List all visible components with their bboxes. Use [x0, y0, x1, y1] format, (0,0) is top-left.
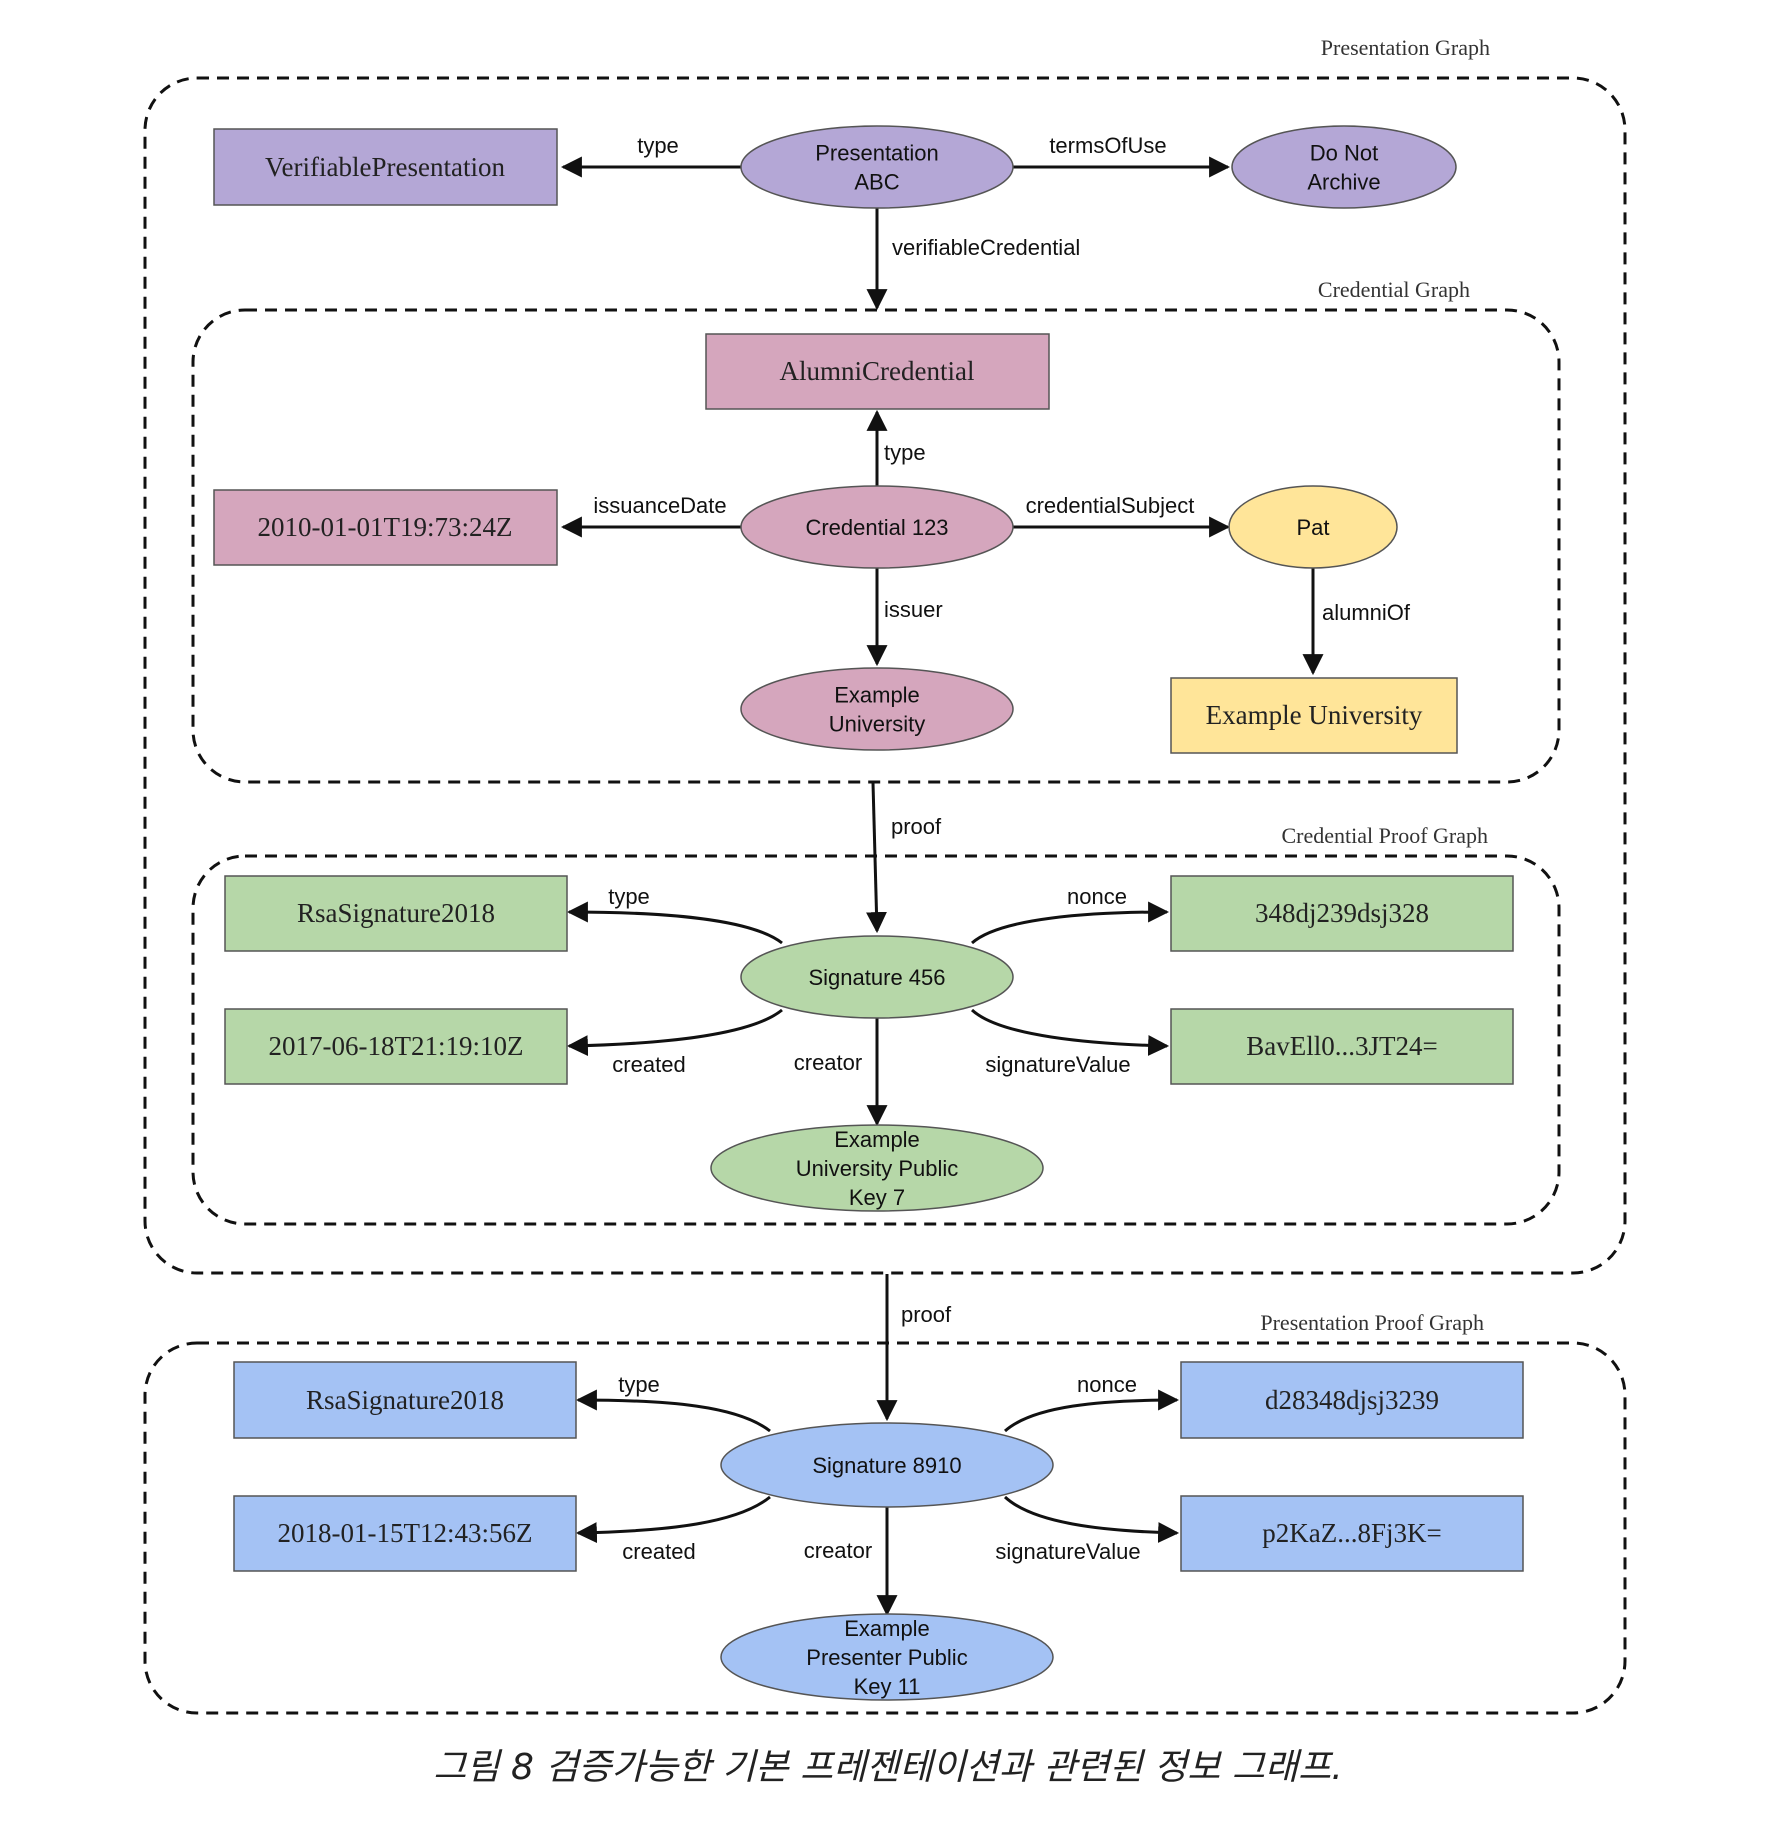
label-alumni-of: alumniOf — [1322, 600, 1411, 625]
node-label-line: Pat — [1296, 515, 1329, 540]
svg-text:d28348djsj3239: d28348djsj3239 — [1265, 1385, 1439, 1415]
label-issuance-date: issuanceDate — [593, 493, 726, 518]
presentation-proof-graph-frame — [143, 1341, 1627, 1715]
edge-nonce-signature-456 — [971, 901, 1170, 945]
node-label-line: University — [829, 712, 926, 737]
svg-text:Signature 8910: Signature 8910 — [812, 1453, 961, 1478]
label-created-signature-456: created — [612, 1052, 685, 1077]
edge-signature-value-signature-456 — [970, 1008, 1170, 1057]
svg-text:AlumniCredential: AlumniCredential — [780, 356, 975, 386]
figure-caption: 그림 8 검증가능한 기본 프레젠테이션과 관련된 정보 그래프. — [433, 1747, 1343, 1788]
edge-type-signature-8910 — [575, 1389, 771, 1433]
information-graph-diagram: Presentation Graph Credential Graph Cred… — [143, 35, 1627, 1715]
label-proof-credential: proof — [891, 814, 942, 839]
label-terms-of-use: termsOfUse — [1049, 133, 1166, 158]
label-nonce-signature-456: nonce — [1067, 884, 1127, 909]
svg-text:2017-06-18T21:19:10Z: 2017-06-18T21:19:10Z — [269, 1031, 524, 1061]
node-created-presentation: 2018-01-15T12:43:56Z — [233, 1495, 577, 1572]
node-rsa-signature-presentation: RsaSignature2018 — [233, 1361, 577, 1439]
label-type-presentation: type — [637, 133, 679, 158]
node-pat: Pat — [1228, 485, 1398, 569]
svg-text:RsaSignature2018: RsaSignature2018 — [306, 1385, 504, 1415]
node-label-line: Credential 123 — [805, 515, 948, 540]
svg-text:VerifiablePresentation: VerifiablePresentation — [265, 152, 505, 182]
node-label-line: ABC — [854, 170, 899, 195]
label-signature-value-signature-456: signatureValue — [985, 1052, 1130, 1077]
node-label-line: Example — [834, 1127, 920, 1152]
node-signature-456: Signature 456 — [740, 935, 1014, 1019]
label-proof-presentation: proof — [901, 1302, 952, 1327]
node-label-line: Signature 456 — [809, 965, 946, 990]
node-signature-value-credential: BavEll0...3JT24= — [1170, 1008, 1514, 1085]
label-issuer: issuer — [884, 597, 943, 622]
node-label-line: Presentation — [815, 141, 939, 166]
node-label-line: University Public — [796, 1156, 959, 1181]
presentation-graph-title: Presentation Graph — [1321, 35, 1490, 60]
label-creator-signature-456: creator — [794, 1050, 862, 1075]
node-label-line: Archive — [1307, 170, 1380, 195]
node-signature-8910: Signature 8910 — [720, 1422, 1054, 1508]
node-credential-123: Credential 123 — [740, 485, 1014, 569]
node-issuance-date-value: 2010-01-01T19:73:24Z — [213, 489, 558, 566]
node-verifiable-presentation: VerifiablePresentation — [213, 128, 558, 206]
svg-text:348dj239dsj328: 348dj239dsj328 — [1255, 898, 1429, 928]
node-example-university-alumni: Example University — [1170, 677, 1458, 754]
svg-text:Example University: Example University — [1206, 700, 1423, 730]
svg-text:Signature 456: Signature 456 — [809, 965, 946, 990]
label-signature-value-signature-8910: signatureValue — [995, 1539, 1140, 1564]
label-nonce-signature-8910: nonce — [1077, 1372, 1137, 1397]
label-creator-signature-8910: creator — [804, 1538, 872, 1563]
node-label-line: Example — [834, 683, 920, 708]
node-label-line: Key 7 — [849, 1185, 905, 1210]
label-verifiable-credential: verifiableCredential — [892, 235, 1080, 260]
edge-created-signature-8910 — [575, 1495, 771, 1544]
edge-signature-value-signature-8910 — [1003, 1495, 1180, 1544]
svg-text:2010-01-01T19:73:24Z: 2010-01-01T19:73:24Z — [258, 512, 513, 542]
node-label-line: Do Not — [1310, 141, 1378, 166]
node-label-line: Key 11 — [854, 1674, 921, 1699]
svg-text:p2KaZ...8Fj3K=: p2KaZ...8Fj3K= — [1262, 1518, 1441, 1548]
edge-created-signature-456 — [566, 1008, 783, 1057]
svg-text:2018-01-15T12:43:56Z: 2018-01-15T12:43:56Z — [278, 1518, 533, 1548]
presentation-proof-graph-title: Presentation Proof Graph — [1260, 1310, 1484, 1335]
node-alumni-credential: AlumniCredential — [705, 333, 1050, 410]
node-nonce-presentation: d28348djsj3239 — [1180, 1361, 1524, 1439]
node-signature-value-presentation: p2KaZ...8Fj3K= — [1180, 1495, 1524, 1572]
node-label-line: Presenter Public — [806, 1645, 967, 1670]
presentation-graph-frame — [143, 76, 1627, 1275]
credential-graph-title: Credential Graph — [1318, 277, 1470, 302]
credential-proof-graph-title: Credential Proof Graph — [1282, 823, 1489, 848]
svg-text:Pat: Pat — [1296, 515, 1329, 540]
svg-text:BavEll0...3JT24=: BavEll0...3JT24= — [1246, 1031, 1437, 1061]
node-rsa-signature-credential: RsaSignature2018 — [224, 875, 568, 952]
svg-text:RsaSignature2018: RsaSignature2018 — [297, 898, 495, 928]
edge-proof-credential — [865, 782, 887, 934]
label-type-signature-8910: type — [618, 1372, 660, 1397]
edge-type-signature-456 — [566, 901, 783, 945]
node-nonce-credential: 348dj239dsj328 — [1170, 875, 1514, 952]
label-type-credential: type — [884, 440, 926, 465]
node-label-line: Example — [844, 1616, 930, 1641]
node-label-line: Signature 8910 — [812, 1453, 961, 1478]
node-created-credential: 2017-06-18T21:19:10Z — [224, 1008, 568, 1085]
label-credential-subject: credentialSubject — [1026, 493, 1195, 518]
svg-text:Credential 123: Credential 123 — [805, 515, 948, 540]
label-created-signature-8910: created — [622, 1539, 695, 1564]
edge-nonce-signature-8910 — [1004, 1389, 1180, 1433]
label-type-signature-456: type — [608, 884, 650, 909]
